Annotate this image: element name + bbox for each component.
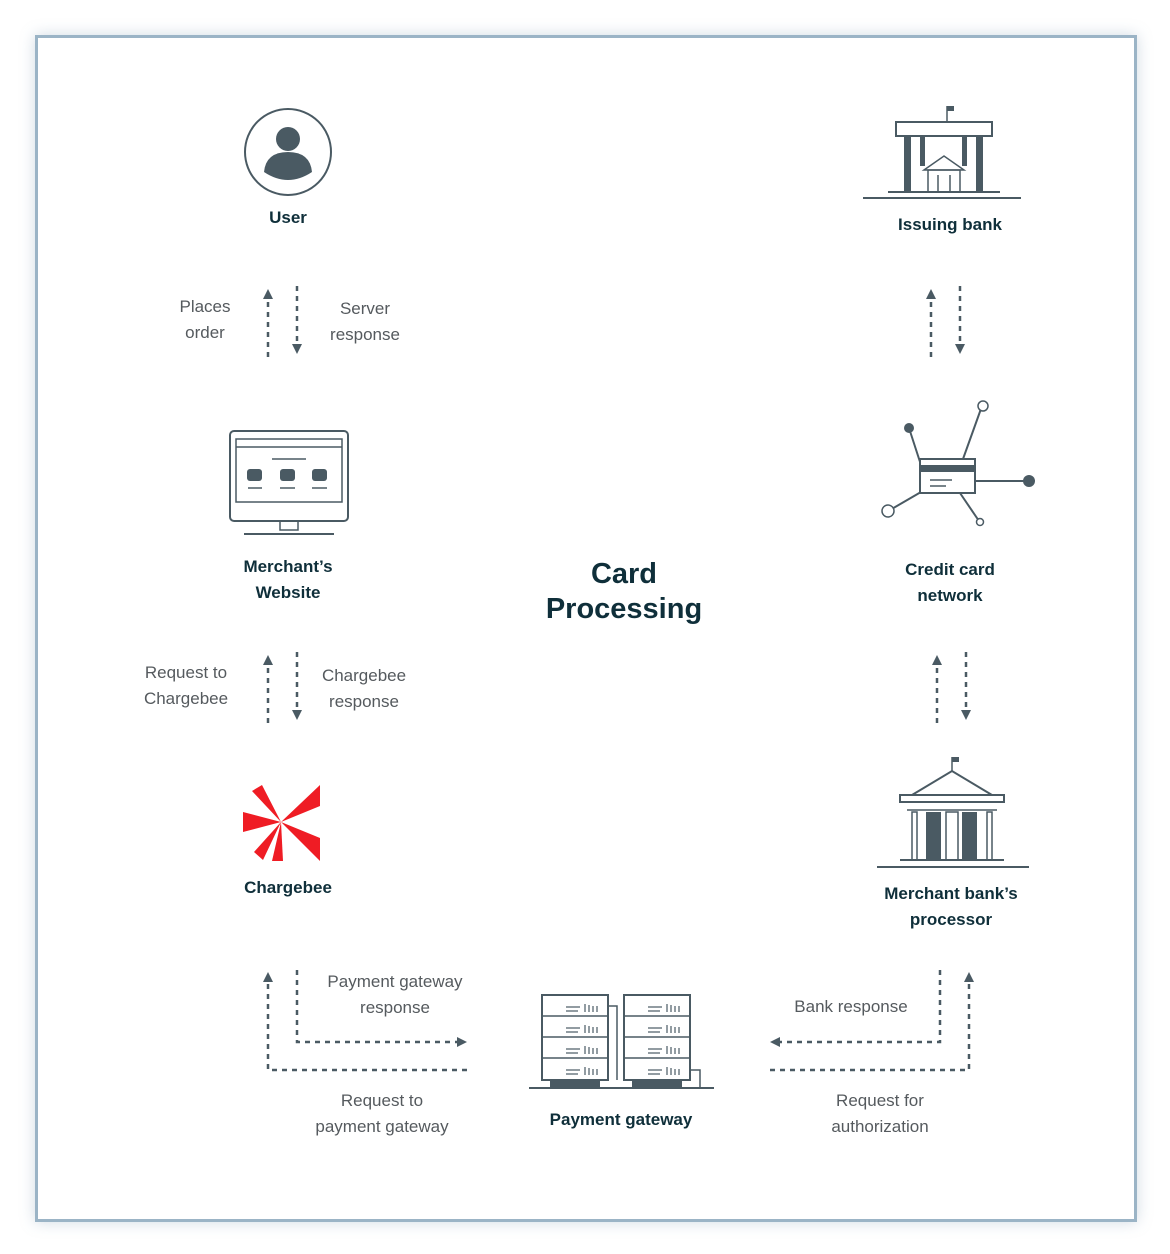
request-for-authorization-label: Request for authorization <box>831 1091 929 1136</box>
chargebee-label: Chargebee <box>244 878 332 897</box>
places-order-label: Places order <box>179 297 231 342</box>
server-rack-icon <box>529 994 714 1089</box>
request-to-payment-gateway-label: Request to payment gateway <box>315 1091 449 1136</box>
user-avatar-icon <box>244 108 332 196</box>
bank-response-arrow <box>770 970 942 1047</box>
request-to-chargebee-label: Request to Chargebee <box>143 663 229 708</box>
request-for-authorization-arrow <box>770 972 974 1072</box>
payment-gateway-response-arrow <box>295 970 467 1047</box>
issuing-bank-label: Issuing bank <box>898 215 1002 234</box>
credit-card-network-icon <box>881 400 1035 527</box>
chargebee-logo-icon <box>243 785 320 861</box>
payment-gateway-response-label: Payment gateway response <box>327 972 463 1017</box>
credit-card-network-label: Credit card network <box>905 560 995 605</box>
merchant-bank-processor-label: Merchant bank’s processor <box>884 884 1018 929</box>
payment-gateway-label: Payment gateway <box>549 1110 693 1129</box>
server-response-label: Server response <box>330 299 400 344</box>
chargebee-response-label: Chargebee response <box>321 666 407 711</box>
merchant-website-label: Merchant’s Website <box>243 557 333 602</box>
user-label: User <box>269 208 307 227</box>
bank-building-icon <box>877 757 1029 868</box>
bank-building-icon <box>863 106 1021 199</box>
request-to-payment-gateway-arrow <box>263 972 467 1072</box>
diagram-frame <box>35 35 1137 1222</box>
diagram-title: Card Processing <box>545 558 703 625</box>
desktop-monitor-icon <box>229 430 349 535</box>
bank-response-label: Bank response <box>794 997 908 1016</box>
